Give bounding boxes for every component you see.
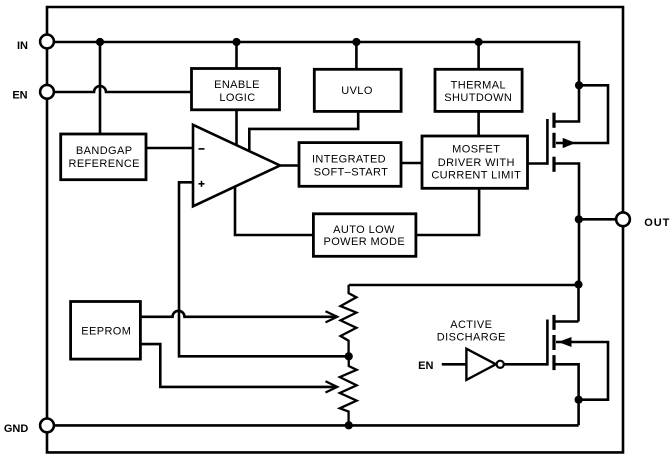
svg-text:CURRENT LIMIT: CURRENT LIMIT xyxy=(431,169,521,181)
svg-text:IN: IN xyxy=(17,40,28,52)
svg-text:LOGIC: LOGIC xyxy=(219,92,255,104)
svg-text:ACTIVE: ACTIVE xyxy=(450,319,492,331)
svg-text:DISCHARGE: DISCHARGE xyxy=(437,331,506,343)
svg-text:MOSFET: MOSFET xyxy=(452,144,500,156)
svg-text:SOFT–START: SOFT–START xyxy=(314,167,389,179)
svg-text:OUT: OUT xyxy=(644,217,670,229)
svg-text:REFERENCE: REFERENCE xyxy=(68,158,139,170)
svg-text:GND: GND xyxy=(4,423,29,435)
svg-text:EN: EN xyxy=(418,360,433,372)
svg-text:UVLO: UVLO xyxy=(341,85,373,97)
svg-text:EN: EN xyxy=(12,90,27,102)
svg-text:DRIVER WITH: DRIVER WITH xyxy=(438,157,515,169)
svg-text:SHUTDOWN: SHUTDOWN xyxy=(444,92,512,104)
svg-text:POWER MODE: POWER MODE xyxy=(323,236,405,248)
svg-text:EEPROM: EEPROM xyxy=(81,325,131,337)
svg-text:ENABLE: ENABLE xyxy=(214,79,260,91)
svg-text:BANDGAP: BANDGAP xyxy=(76,145,133,157)
svg-text:THERMAL: THERMAL xyxy=(451,79,506,91)
svg-text:INTEGRATED: INTEGRATED xyxy=(312,153,386,165)
svg-text:AUTO LOW: AUTO LOW xyxy=(333,224,395,236)
